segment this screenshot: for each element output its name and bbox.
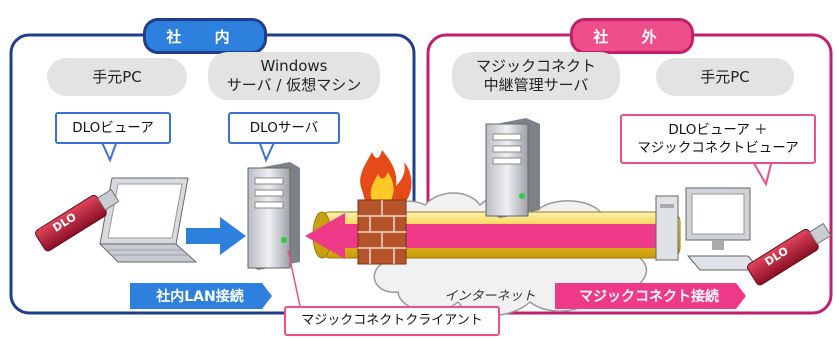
internet-label: インターネット: [444, 289, 536, 304]
relay-server-line1: マジックコネクト: [475, 57, 596, 75]
relay-server-icon: [485, 118, 540, 218]
magic-connect-client-label: マジックコネクトクライアント: [284, 306, 500, 336]
usb-stick-left-icon: [35, 188, 120, 252]
outside-title: 社 外: [570, 18, 694, 54]
relay-server-label: マジックコネクト 中継管理サーバ: [452, 52, 620, 100]
windows-server-line2: サーバ / 仮想マシン: [226, 76, 362, 94]
dlo-server-callout: DLOサーバ: [228, 112, 340, 144]
dlo-server-icon: [247, 162, 300, 270]
dlo-magic-viewer-line1: DLOビューア ＋: [668, 122, 768, 138]
dlo-magic-viewer-callout: DLOビューア ＋ マジックコネクトビューア: [620, 114, 816, 164]
windows-server-line1: Windows: [260, 57, 328, 75]
firewall-icon: [357, 150, 412, 265]
dlo-viewer-callout: DLOビューア: [55, 112, 171, 144]
lan-connection-label: 社内LAN接続: [156, 289, 244, 305]
relay-server-line2: 中継管理サーバ: [483, 76, 589, 94]
inside-local-pc-label: 手元PC: [47, 58, 187, 96]
outside-local-pc-label: 手元PC: [656, 58, 794, 96]
windows-server-label: Windows サーバ / 仮想マシン: [208, 52, 380, 100]
laptop-icon: [98, 177, 198, 263]
dlo-magic-viewer-line2: マジックコネクトビューア: [637, 140, 799, 156]
magic-connect-label: マジックコネクト接続: [579, 289, 719, 305]
inside-title: 社 内: [143, 18, 267, 54]
usb-stick-right-icon: [747, 222, 832, 286]
lan-arrow: [186, 217, 246, 255]
desktop-pc-icon: [655, 187, 762, 271]
